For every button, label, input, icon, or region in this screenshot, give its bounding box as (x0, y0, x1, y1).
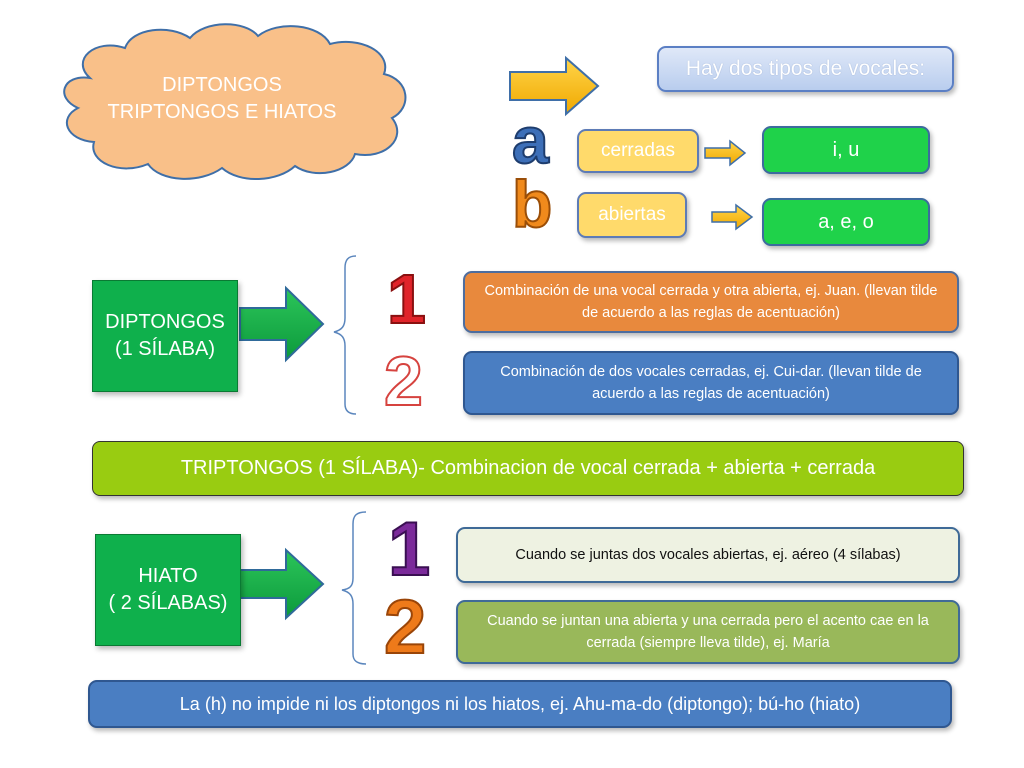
open-vowels-label: abiertas (577, 192, 687, 238)
hiato-label-line2: ( 2 SÍLABAS) (108, 592, 228, 614)
diptongos-label-line1: DIPTONGOS (105, 311, 225, 333)
number-2-icon: 2 (383, 585, 427, 670)
triptongos-bar: TRIPTONGOS (1 SÍLABA)- Combinacion de vo… (92, 441, 964, 496)
h-note-footer: La (h) no impide ni los diptongos ni los… (88, 680, 952, 728)
brace-icon (341, 511, 367, 665)
cloud-title-line1: DIPTONGOS (162, 74, 282, 96)
hiato-rule-1: Cuando se juntas dos vocales abiertas, e… (456, 527, 960, 583)
diptongos-label: DIPTONGOS (1 SÍLABA) (92, 280, 238, 392)
cloud-title: DIPTONGOS TRIPTONGOS E HIATOS (92, 72, 352, 126)
hiato-label-line1: HIATO (138, 565, 198, 587)
closed-vowels-values: i, u (762, 126, 930, 174)
hiato-rule-2: Cuando se juntan una abierta y una cerra… (456, 600, 960, 664)
cloud-title-line2: TRIPTONGOS E HIATOS (107, 101, 337, 123)
hiato-label: HIATO ( 2 SÍLABAS) (95, 534, 241, 646)
diptongo-rule-1: Combinación de una vocal cerrada y otra … (463, 271, 959, 333)
number-1-icon: 1 (386, 260, 427, 338)
arrow-right-icon (509, 55, 600, 117)
closed-vowels-label: cerradas (577, 129, 699, 173)
vowel-types-title: Hay dos tipos de vocales: (657, 46, 954, 92)
diptongo-rule-2: Combinación de dos vocales cerradas, ej.… (463, 351, 959, 415)
letter-b-icon: b (511, 166, 553, 242)
arrow-right-icon (704, 139, 747, 167)
arrow-right-icon (711, 203, 754, 231)
cloud-shape (63, 23, 407, 180)
diptongos-label-line2: (1 SÍLABA) (114, 338, 216, 360)
brace-icon (333, 255, 357, 415)
number-2-icon: 2 (383, 342, 424, 420)
arrow-right-icon (239, 547, 325, 621)
number-1-icon: 1 (387, 507, 431, 592)
arrow-right-icon (239, 285, 325, 363)
open-vowels-values: a, e, o (762, 198, 930, 246)
letter-a-icon: a (511, 102, 550, 178)
